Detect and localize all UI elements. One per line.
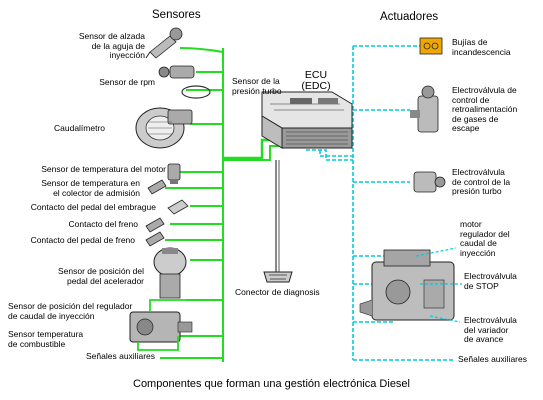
clutch-contact-icon <box>167 199 189 215</box>
actuator-label-advance-valve: Electroválvula del variador de avance <box>464 315 517 344</box>
turbo-pressure-sensor-label: Sensor de la presión turbo <box>232 76 282 96</box>
diagnosis-wiring <box>275 160 280 276</box>
sensor-label-rpm: Sensor de rpm <box>99 77 155 87</box>
needle-lift-sensor-icon <box>145 27 183 59</box>
sensor-label-needle-lift: Sensor de alzada de la aguja de inyecció… <box>78 31 145 60</box>
actuator-wiring <box>300 45 455 361</box>
sensors-heading: Sensores <box>152 9 201 21</box>
actuator-label-glow-plugs: Bujías de incandescencia <box>452 37 511 57</box>
pump-position-sensor-icon <box>129 299 193 351</box>
actuator-label-turbo-valve: Electroválvula de control de la presión … <box>452 167 511 196</box>
diagnosis-connector-label: Conector de diagnosis <box>235 287 320 297</box>
intake-temperature-sensor-icon <box>147 179 167 195</box>
brake-pedal-contact-icon <box>145 231 165 247</box>
sensor-label-brake-pedal: Contacto del pedal de freno <box>30 235 135 245</box>
sensor-wiring <box>160 47 286 362</box>
glow-plug-icon <box>419 37 443 55</box>
diagnosis-connector-icon[interactable] <box>263 271 293 283</box>
sensor-label-aux: Señales auxiliares <box>86 351 155 361</box>
actuators-heading: Actuadores <box>380 11 439 23</box>
ecu-unit[interactable] <box>261 91 353 149</box>
engine-temperature-sensor-icon <box>167 163 181 184</box>
injection-pump-icon <box>359 247 462 323</box>
sensor-label-accelerator: Sensor de posición del pedal del acelera… <box>57 266 144 286</box>
sensor-label-pump-position: Sensor de posición del regulador de caud… <box>8 301 133 321</box>
egr-valve-icon <box>410 85 439 133</box>
sensor-label-engine-temp: Sensor de temperatura del motor <box>41 164 166 174</box>
sensor-label-fuel-temp: Sensor temperatura de combustible <box>8 329 84 349</box>
airflow-meter-icon <box>135 107 193 149</box>
figure-caption: Componentes que forman una gestión elect… <box>133 378 410 390</box>
turbo-valve-icon <box>413 171 446 193</box>
actuator-label-egr-valve: Electroválvula de control de retroalimen… <box>452 85 518 133</box>
sensor-label-brake: Contacto del freno <box>68 219 138 229</box>
ecu-subtitle: (EDC) <box>301 80 330 92</box>
rpm-sensor-icon <box>158 65 211 99</box>
actuator-label-aux: Señales auxiliares <box>458 354 527 364</box>
actuator-label-flow-motor: motor regulador del caudal de inyección <box>460 219 510 258</box>
ecu-title: ECU <box>305 69 327 81</box>
accelerator-position-sensor-icon <box>153 247 187 299</box>
sensor-label-clutch: Contacto del pedal del embrague <box>30 202 156 212</box>
sensor-label-intake-temp: Sensor de temperatura en el colector de … <box>41 178 140 198</box>
actuator-label-stop-valve: Electroválvula de STOP <box>464 271 517 291</box>
sensor-label-airflow: Caudalímetro <box>54 123 106 133</box>
brake-contact-icon <box>145 217 165 233</box>
